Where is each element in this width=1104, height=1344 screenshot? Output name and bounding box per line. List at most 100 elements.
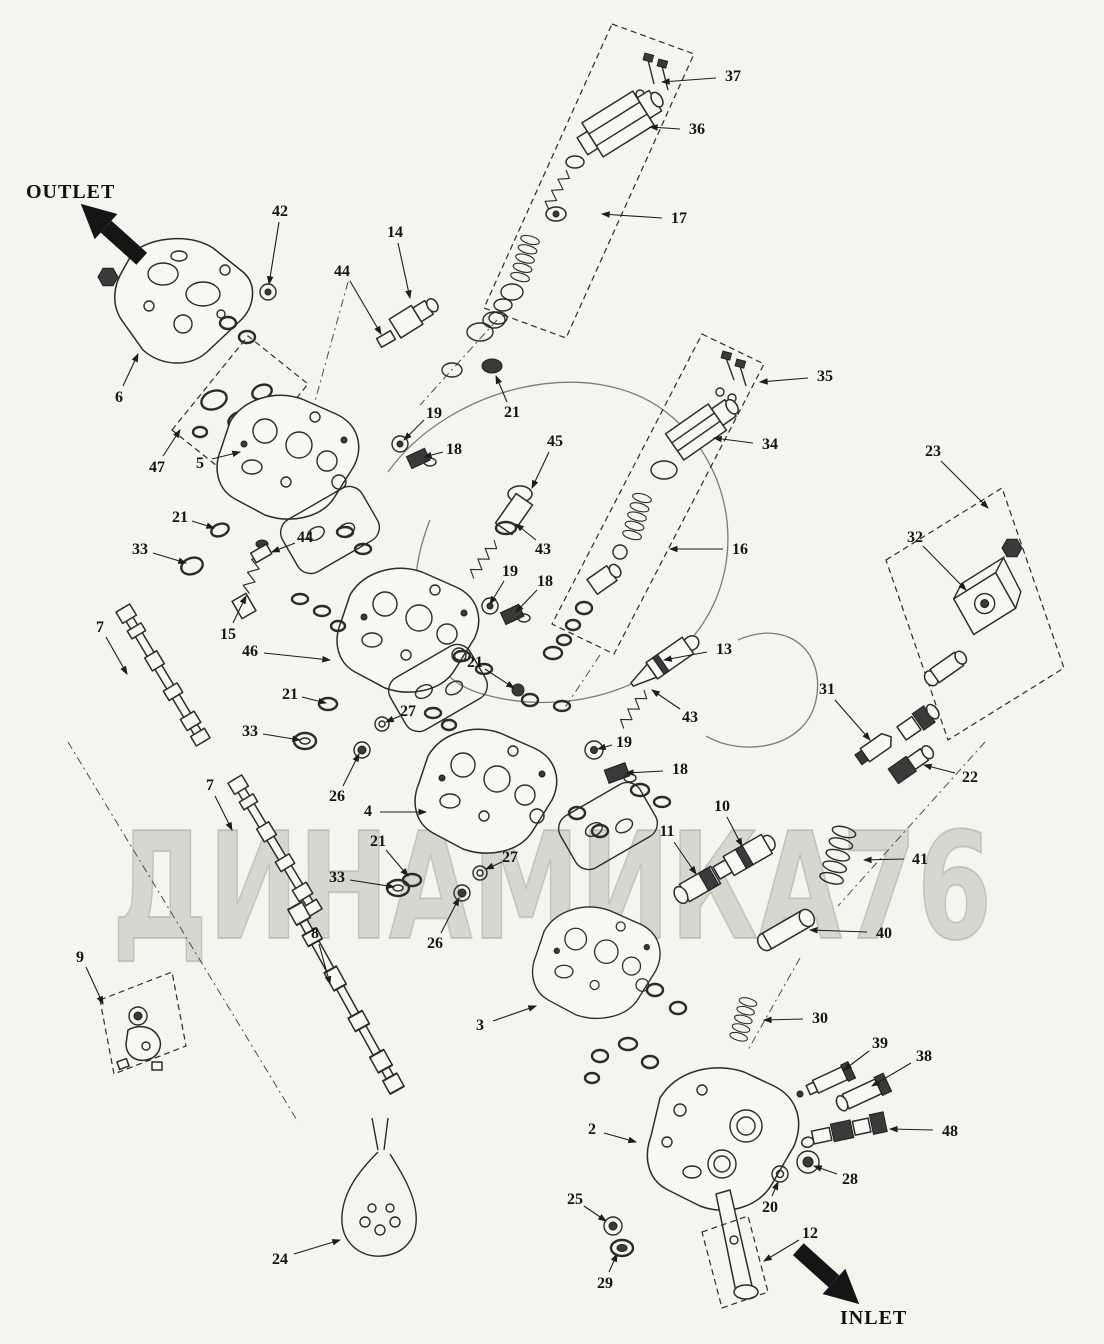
dashed-box-12: [701, 1215, 769, 1309]
detent-44b: [249, 543, 273, 564]
washer: [441, 362, 463, 378]
washer-20: [771, 1165, 789, 1183]
washer: [565, 155, 585, 169]
callout-17: 17: [671, 210, 687, 227]
callout-19: 19: [616, 734, 632, 751]
outlet-label: OUTLET: [26, 181, 115, 203]
block-32: [952, 555, 1022, 636]
leader-line-21: [301, 696, 328, 705]
plug-21: [481, 358, 503, 374]
cartridge-11: [673, 865, 722, 905]
grommet-26b: [453, 884, 471, 902]
fitting-38: [835, 1072, 893, 1112]
leader-line-34: [712, 435, 754, 444]
callout-9: 9: [76, 949, 84, 966]
callout-36: 36: [689, 121, 705, 138]
callout-40: 40: [876, 925, 892, 942]
nut-19a: [391, 435, 409, 453]
callout-12: 12: [802, 1225, 818, 1242]
leader-line-32: [922, 545, 967, 591]
callout-7: 7: [96, 619, 104, 636]
callout-23: 23: [925, 443, 941, 460]
callout-43: 43: [535, 541, 551, 558]
detent-44: [375, 329, 397, 349]
callout-30: 30: [812, 1010, 828, 1027]
callout-21: 21: [172, 509, 188, 526]
callout-41: 41: [912, 851, 928, 868]
fitting-14: [388, 298, 439, 339]
leader-line-31: [834, 699, 871, 741]
callout-4: 4: [364, 803, 372, 820]
leader-line-26: [342, 753, 360, 787]
callout-21: 21: [370, 833, 386, 850]
leader-line-8: [318, 943, 332, 986]
dashed-box-23: [885, 487, 1065, 741]
grommet-25: [603, 1216, 623, 1236]
leader-line-13: [662, 651, 708, 662]
leader-line-2: [603, 1132, 638, 1144]
inlet-arrow: [792, 1243, 860, 1305]
callout-18: 18: [672, 761, 688, 778]
leader-line-33: [349, 879, 396, 890]
valve-18c: [603, 762, 637, 784]
callout-15: 15: [220, 626, 236, 643]
ball: [796, 1090, 804, 1098]
callout-32: 32: [907, 529, 923, 546]
leader-line-19: [403, 419, 425, 441]
leader-line-23: [940, 460, 989, 509]
callout-21: 21: [282, 686, 298, 703]
callout-5: 5: [196, 455, 204, 472]
leader-line-46: [263, 652, 332, 663]
cap-27a: [374, 716, 390, 732]
valve-piece: [586, 563, 622, 596]
leader-line-28: [812, 1165, 838, 1175]
grommet-42: [259, 283, 277, 301]
solenoid-34: [664, 398, 739, 461]
scattered-orings: [290, 525, 688, 1085]
leader-line-20: [771, 1180, 779, 1197]
outlet-plate-6: [97, 238, 254, 364]
leader-line-17: [600, 211, 663, 219]
solenoid-36: [576, 89, 664, 158]
callout-8: 8: [311, 925, 319, 942]
callout-18: 18: [537, 573, 553, 590]
grommet-26a: [353, 741, 371, 759]
callout-48: 48: [942, 1123, 958, 1140]
leader-line-43: [651, 689, 681, 710]
leader-line-19: [596, 743, 613, 751]
leader-line-21: [495, 374, 508, 403]
leader-line-18: [422, 451, 444, 459]
leader-line-15: [232, 595, 247, 624]
leader-line-44: [349, 280, 382, 335]
callout-42: 42: [272, 203, 288, 220]
outlet-arrow: [80, 203, 148, 265]
callout-33: 33: [329, 869, 345, 886]
leader-line-36: [648, 124, 681, 131]
callout-37: 37: [725, 68, 741, 85]
callout-28: 28: [842, 1171, 858, 1188]
leader-line-33: [152, 552, 188, 564]
callout-33: 33: [132, 541, 148, 558]
leader-line-27: [384, 715, 401, 723]
leader-line-39: [843, 1050, 870, 1071]
subassembly-23: [885, 487, 1065, 741]
dashed-box-9: [99, 971, 187, 1075]
callout-6: 6: [115, 389, 123, 406]
leader-line-18: [515, 589, 538, 613]
leader-line-21: [191, 520, 216, 529]
leader-line-24: [293, 1239, 342, 1255]
callout-21: 21: [504, 404, 520, 421]
dashed-box-16: [551, 333, 765, 655]
bolt-37a: [642, 52, 655, 85]
grommet-29: [609, 1238, 635, 1258]
leader-line-6: [122, 353, 139, 387]
callout-34: 34: [762, 436, 778, 453]
callout-39: 39: [872, 1035, 888, 1052]
leader-line-3: [492, 1005, 538, 1022]
seal-ring: [493, 298, 513, 312]
callout-24: 24: [272, 1251, 288, 1268]
callout-44: 44: [297, 529, 313, 546]
callout-47: 47: [149, 459, 165, 476]
